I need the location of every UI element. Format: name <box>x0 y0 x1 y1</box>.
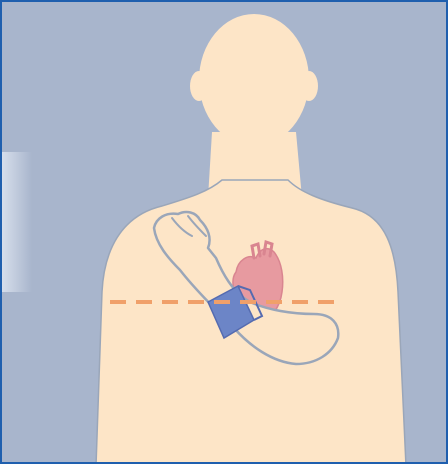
left-ear <box>190 71 208 101</box>
head <box>199 14 309 146</box>
right-ear <box>300 71 318 101</box>
